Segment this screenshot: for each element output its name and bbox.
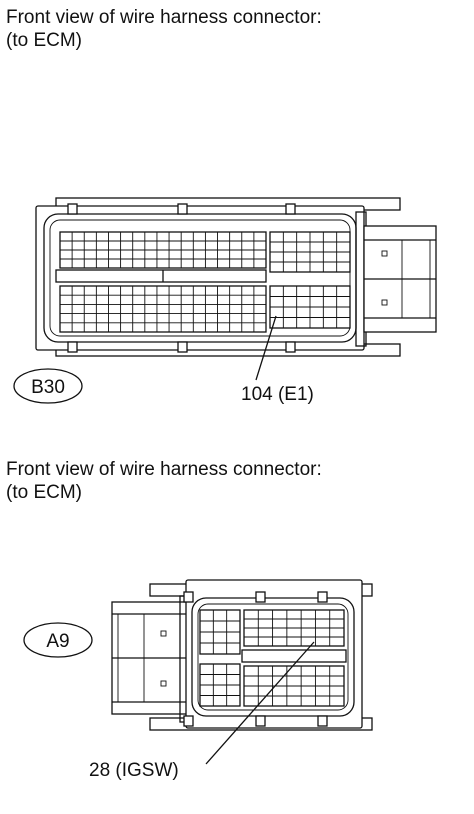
connector-code-b30: B30 [31, 377, 65, 398]
a9-pin-grid [199, 609, 345, 707]
caption-line-2: (to ECM) [6, 482, 82, 503]
b30-lower-left-cavities [59, 285, 267, 333]
pin-28-leader [205, 641, 315, 765]
pin-104-leader [255, 315, 277, 381]
a9-upper-left-cavities [199, 609, 241, 655]
caption-line-1: Front view of wire harness connector: [6, 7, 322, 28]
pin-label-104: 104 (E1) [241, 384, 314, 405]
caption-line-2: (to ECM) [6, 30, 82, 51]
a9-upper-right-cavities [243, 609, 345, 647]
connector-a9 [111, 579, 373, 731]
caption-line-1: Front view of wire harness connector: [6, 459, 322, 480]
pin-label-28: 28 (IGSW) [89, 760, 179, 781]
b30-upper-left-cavities [59, 231, 267, 269]
connector-a9-caption: Front view of wire harness connector: (t… [6, 458, 322, 504]
connector-b30 [35, 197, 437, 357]
a9-lower-left-cavities [199, 663, 241, 707]
b30-lower-right-cavities [269, 285, 351, 329]
b30-upper-right-cavities [269, 231, 351, 273]
a9-code-ellipse [23, 622, 93, 658]
b30-code-ellipse [13, 368, 83, 404]
connector-b30-caption: Front view of wire harness connector: (t… [6, 6, 322, 52]
b30-pin-grid [59, 231, 351, 333]
a9-lower-right-cavities [243, 665, 345, 707]
connector-code-a9: A9 [46, 631, 69, 652]
